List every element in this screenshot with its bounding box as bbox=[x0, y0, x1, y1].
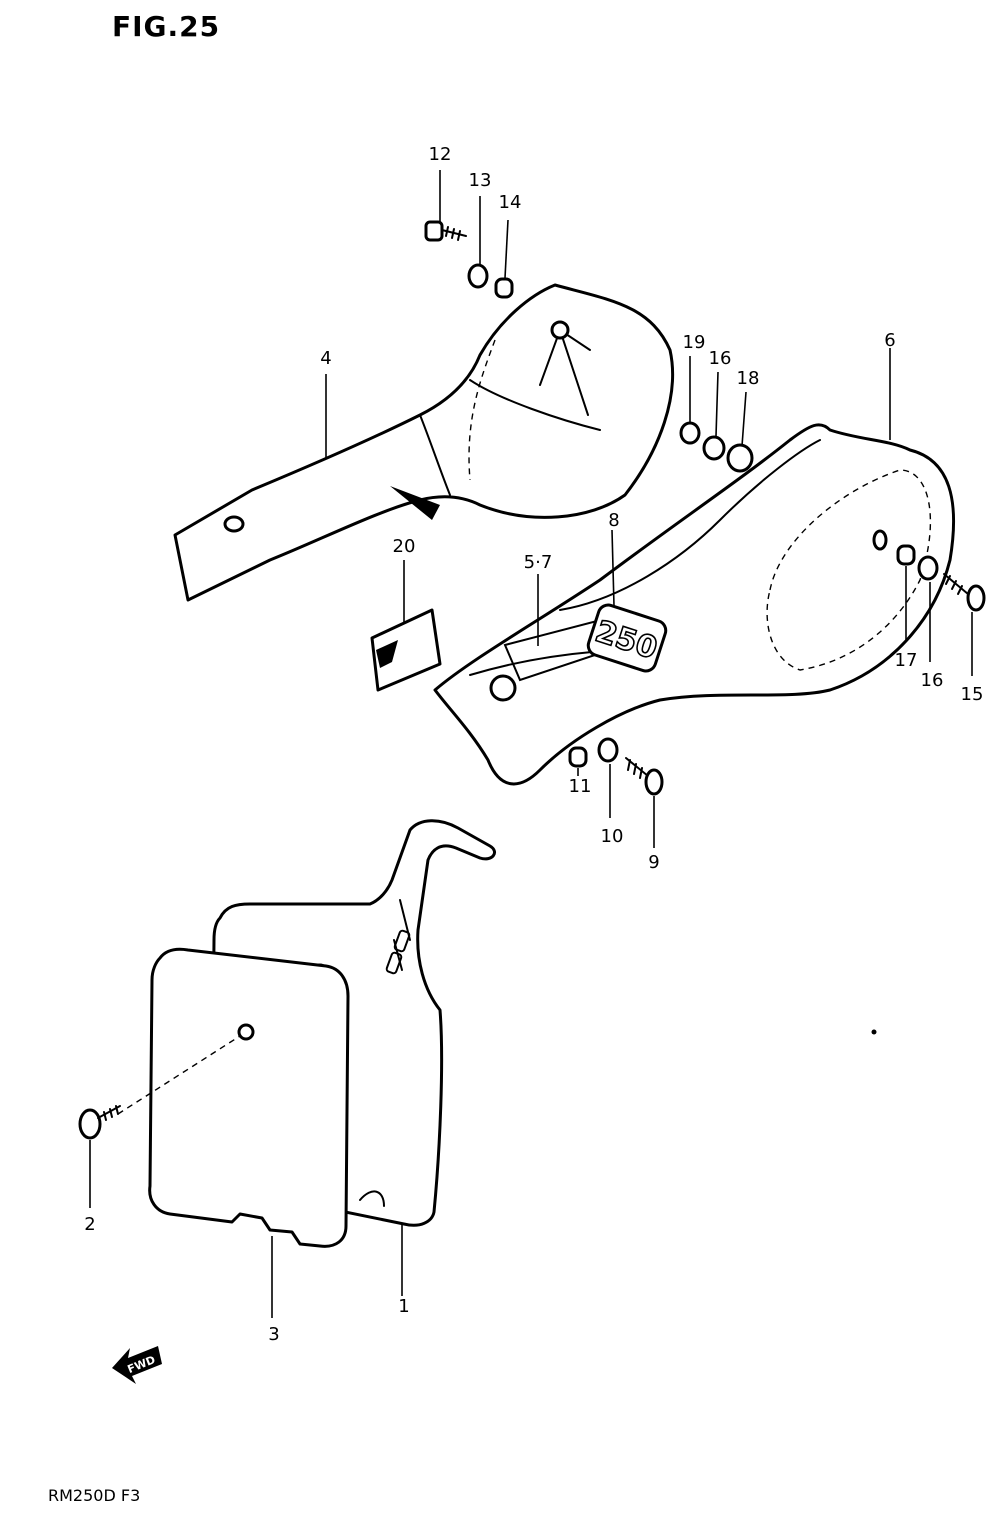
bolt-9 bbox=[625, 757, 664, 796]
callout-19: 19 bbox=[683, 332, 706, 353]
callout-1: 1 bbox=[398, 1296, 409, 1317]
callout-10: 10 bbox=[601, 826, 624, 847]
left-side-cover bbox=[173, 283, 675, 602]
plate-sheet bbox=[148, 947, 350, 1248]
collar-17 bbox=[896, 544, 916, 566]
callout-16-upper: 16 bbox=[709, 348, 732, 369]
callout-labels: 12 13 14 4 19 16 18 6 8 20 5·7 17 16 15 … bbox=[84, 144, 983, 1345]
collar-14 bbox=[494, 277, 514, 299]
callout-2: 2 bbox=[84, 1214, 95, 1235]
model-code-footer: RM250D F3 bbox=[48, 1486, 141, 1505]
figure-title: FIG.25 bbox=[112, 10, 221, 43]
screw-2 bbox=[78, 1035, 241, 1140]
callout-9: 9 bbox=[648, 852, 659, 873]
callout-11: 11 bbox=[569, 776, 592, 797]
leader-lines bbox=[89, 170, 973, 1318]
callout-18: 18 bbox=[737, 368, 760, 389]
callout-17: 17 bbox=[895, 650, 918, 671]
callout-4: 4 bbox=[320, 348, 331, 369]
bolt-12 bbox=[424, 220, 467, 242]
grommet-18 bbox=[726, 443, 754, 473]
callout-14: 14 bbox=[499, 192, 522, 213]
callout-6: 6 bbox=[884, 330, 895, 351]
washer-10 bbox=[597, 737, 619, 763]
callout-5-7: 5·7 bbox=[524, 552, 553, 573]
stray-mark bbox=[871, 1029, 877, 1035]
callout-15: 15 bbox=[961, 684, 984, 705]
forward-arrow-icon: FWD bbox=[112, 1346, 162, 1384]
washer-16-lower bbox=[917, 555, 939, 581]
callout-3: 3 bbox=[268, 1324, 279, 1345]
emblem-250: 250 bbox=[586, 603, 668, 673]
collar-11 bbox=[568, 746, 588, 768]
callout-16-lower: 16 bbox=[921, 670, 944, 691]
callout-8: 8 bbox=[608, 510, 619, 531]
nut-19 bbox=[679, 421, 701, 445]
callout-20: 20 bbox=[393, 536, 416, 557]
callout-13: 13 bbox=[469, 170, 492, 191]
washer-16-upper bbox=[702, 435, 726, 461]
washer-13 bbox=[467, 263, 489, 289]
bolt-15 bbox=[943, 573, 986, 612]
label-sticker bbox=[370, 608, 442, 692]
forward-arrow-label: FWD bbox=[126, 1353, 158, 1376]
callout-12: 12 bbox=[429, 144, 452, 165]
